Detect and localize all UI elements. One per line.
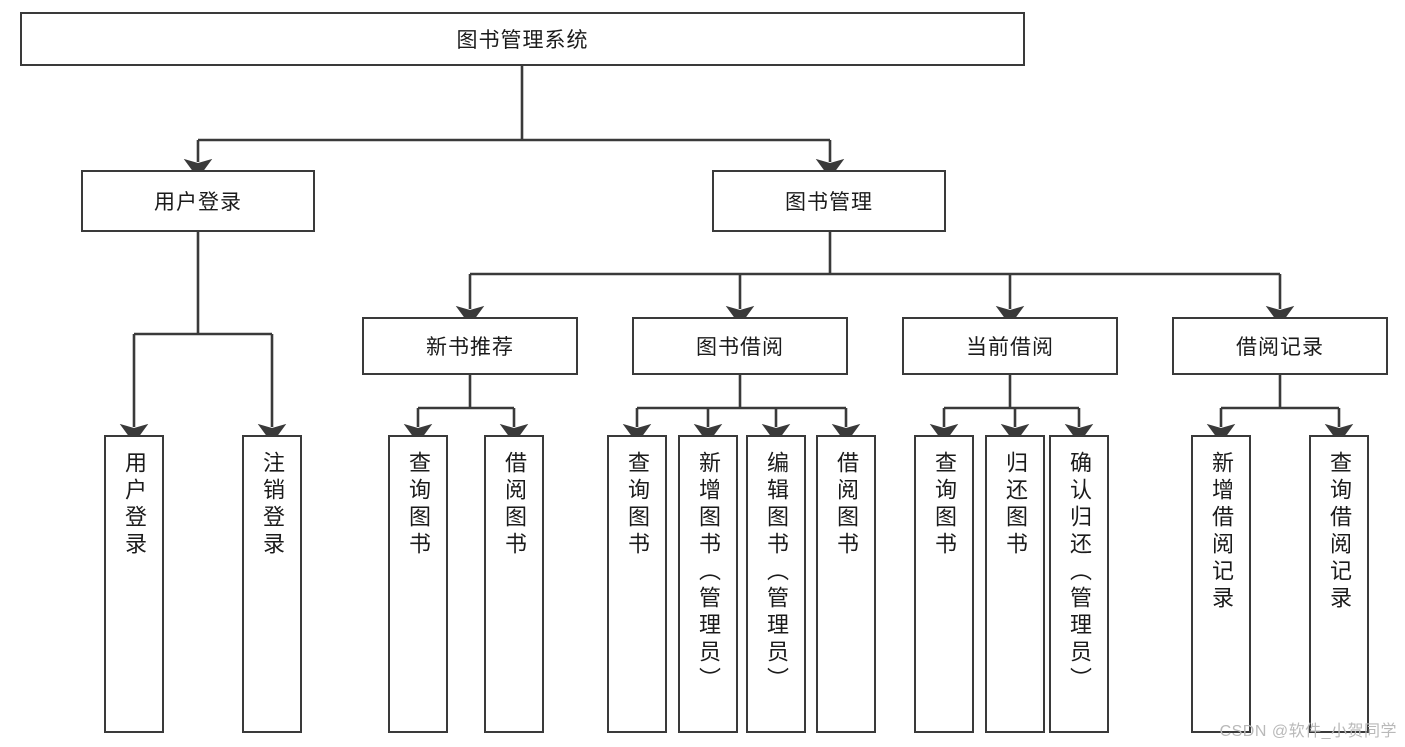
node-borrow-records[interactable]: 借阅记录 [1172, 317, 1388, 375]
node-user-login[interactable]: 用户登录 [81, 170, 315, 232]
leaf-borrow-records-add-record[interactable]: 新增借阅记录 [1191, 435, 1251, 733]
leaf-book-borrow-query-books[interactable]: 查询图书 [607, 435, 667, 733]
node-book-management[interactable]: 图书管理 [712, 170, 946, 232]
leaf-user-login-logout[interactable]: 注销登录 [242, 435, 302, 733]
leaf-current-borrow-query-books[interactable]: 查询图书 [914, 435, 974, 733]
leaf-new-book-borrow-books[interactable]: 借阅图书 [484, 435, 544, 733]
leaf-book-borrow-add-book-admin[interactable]: 新增图书（管理员） [678, 435, 738, 733]
node-book-borrow[interactable]: 图书借阅 [632, 317, 848, 375]
leaf-new-book-query-books[interactable]: 查询图书 [388, 435, 448, 733]
node-new-book-recommend[interactable]: 新书推荐 [362, 317, 578, 375]
leaf-borrow-records-query-record[interactable]: 查询借阅记录 [1309, 435, 1369, 733]
leaf-book-borrow-edit-book-admin[interactable]: 编辑图书（管理员） [746, 435, 806, 733]
leaf-book-borrow-borrow-books[interactable]: 借阅图书 [816, 435, 876, 733]
leaf-current-borrow-confirm-return-admin[interactable]: 确认归还（管理员） [1049, 435, 1109, 733]
node-current-borrow[interactable]: 当前借阅 [902, 317, 1118, 375]
node-root-book-management-system[interactable]: 图书管理系统 [20, 12, 1025, 66]
watermark-credit: CSDN @软件_小贺同学 [1219, 723, 1397, 740]
leaf-user-login-login[interactable]: 用户登录 [104, 435, 164, 733]
leaf-current-borrow-return-books[interactable]: 归还图书 [985, 435, 1045, 733]
